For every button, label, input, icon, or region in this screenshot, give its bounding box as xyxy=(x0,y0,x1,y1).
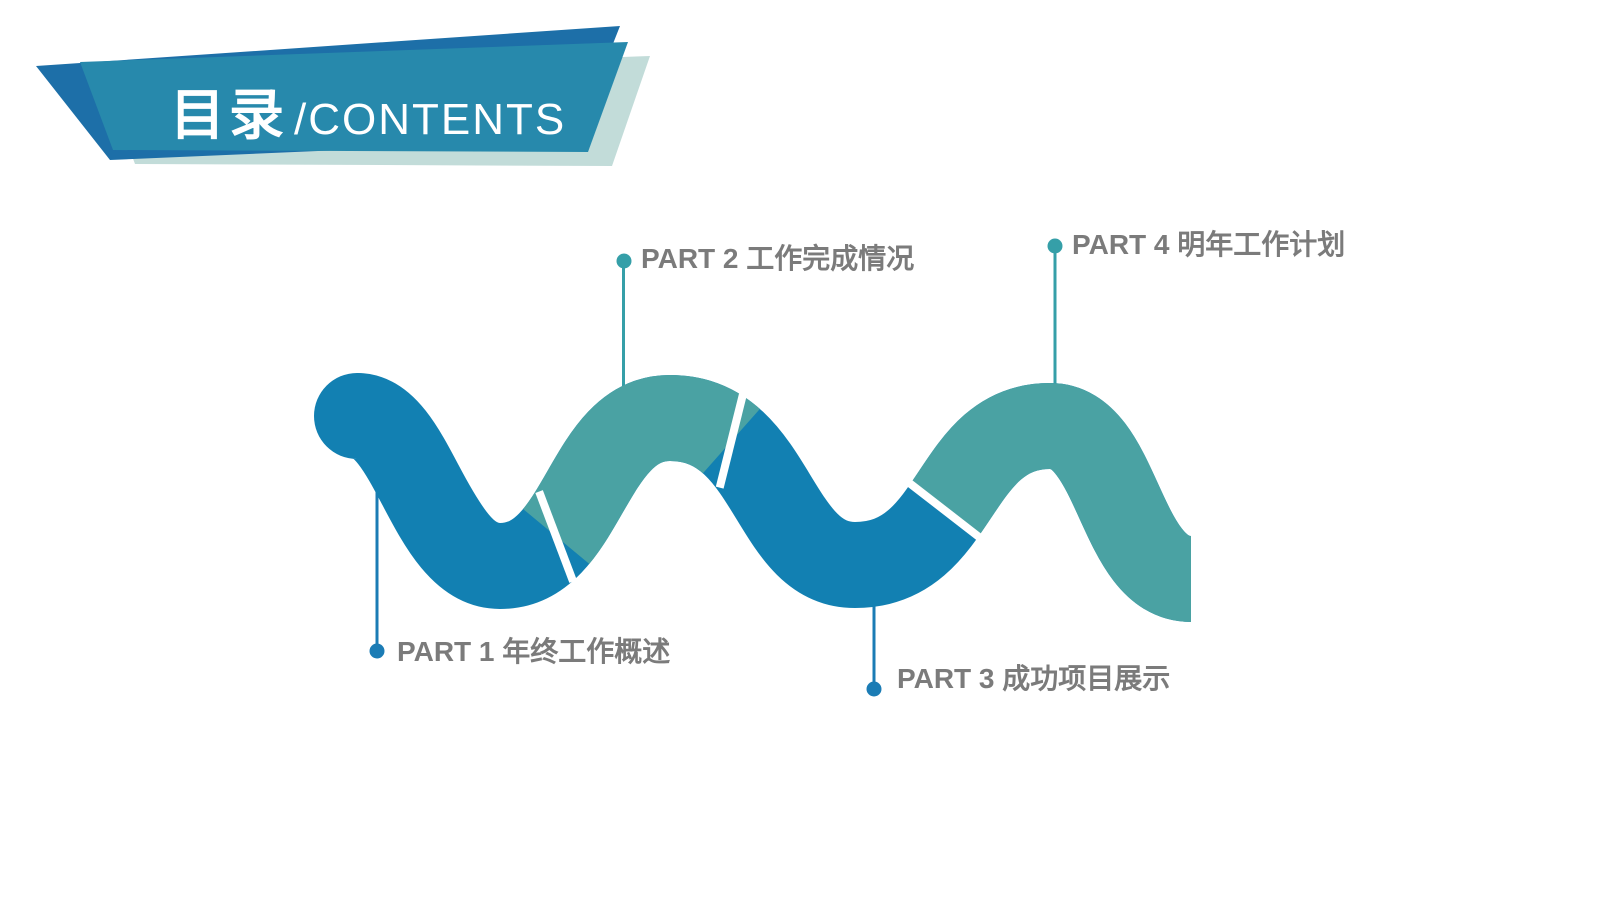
wave-segment-teal xyxy=(348,373,1196,622)
part-markers xyxy=(369,238,1063,697)
part1-marker-dot xyxy=(369,643,385,659)
wave-cut-3 xyxy=(904,477,985,543)
wave-cut-2 xyxy=(715,393,747,489)
wave-ribbon xyxy=(314,373,1196,622)
banner-front-shape xyxy=(80,42,628,152)
part4-label: PART 4 明年工作计划 xyxy=(1072,229,1346,260)
page-title-en: /CONTENTS xyxy=(294,95,567,144)
page-title: 目录 /CONTENTS xyxy=(170,70,566,150)
title-banner xyxy=(36,26,650,166)
wave-cut-1 xyxy=(535,490,577,583)
page-title-zh: 目录 xyxy=(170,84,289,146)
part2-marker-dot xyxy=(616,253,632,269)
part3-marker-dot xyxy=(866,681,882,697)
part2-label: PART 2 工作完成情况 xyxy=(641,243,915,274)
part3-label: PART 3 成功项目展示 xyxy=(897,663,1171,694)
part1-label: PART 1 年终工作概述 xyxy=(397,636,671,667)
part4-marker-dot xyxy=(1047,238,1063,254)
